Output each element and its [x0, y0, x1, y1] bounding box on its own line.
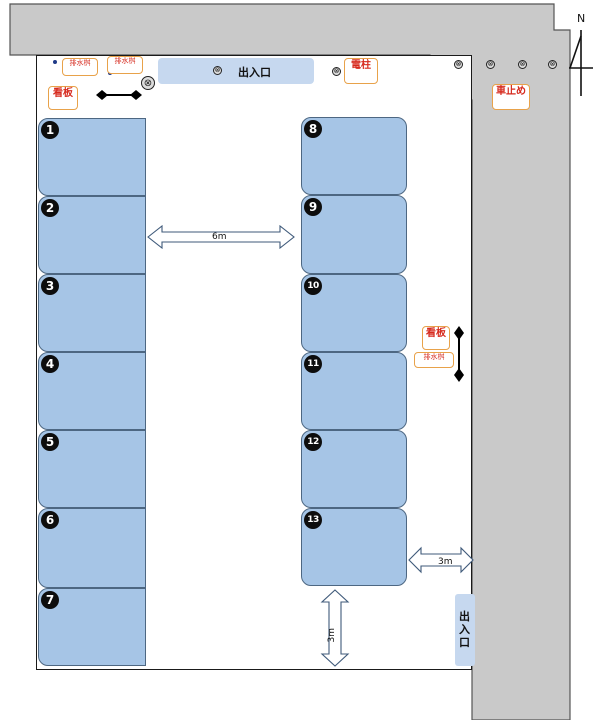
space-number: 1	[41, 121, 59, 139]
parking-space-9[interactable]: 9	[301, 195, 407, 274]
parking-space-6[interactable]: 6	[38, 508, 146, 588]
signboard-icon-1	[96, 90, 142, 100]
space-number: 6	[41, 511, 59, 529]
entrance-top-label: 出入口	[238, 66, 271, 79]
utility-pole-callout: 電柱	[344, 58, 378, 84]
space-number: 12	[304, 433, 322, 451]
utility-pole-icon-2: ⊗	[141, 76, 155, 90]
compass-icon	[569, 30, 593, 96]
parking-space-10[interactable]: 10	[301, 274, 407, 352]
parking-space-2[interactable]: 2	[38, 196, 146, 274]
side-gap-label: 3m	[438, 557, 453, 567]
parking-space-13[interactable]: 13	[301, 508, 407, 586]
signboard-callout-1: 看板	[48, 86, 78, 110]
parking-space-5[interactable]: 5	[38, 430, 146, 508]
entrance-right: 出入口	[455, 594, 475, 666]
space-number: 10	[304, 277, 322, 295]
parking-space-3[interactable]: 3	[38, 274, 146, 352]
drain-callout-1: 排水桝	[62, 58, 98, 76]
utility-pole-icon: ⊗	[332, 67, 341, 76]
car-stop-icon-2: ⊗	[486, 60, 495, 69]
car-stop-callout: 車止め	[492, 84, 530, 110]
aisle-width-label: 6m	[212, 232, 227, 242]
bottom-gap-label: 3m	[327, 628, 337, 643]
space-number: 11	[304, 355, 322, 373]
parking-space-8[interactable]: 8	[301, 117, 407, 195]
car-stop-icon-4: ⊗	[548, 60, 557, 69]
car-stop-icon-3: ⊗	[518, 60, 527, 69]
space-number: 13	[304, 511, 322, 529]
parking-space-7[interactable]: 7	[38, 588, 146, 666]
space-number: 9	[304, 198, 322, 216]
entrance-top: ⊗ 出入口	[158, 58, 314, 84]
signboard-icon-2	[454, 326, 464, 382]
signboard-callout-2: 看板	[422, 326, 450, 350]
space-number: 4	[41, 355, 59, 373]
space-number: 7	[41, 591, 59, 609]
entrance-marker-icon: ⊗	[213, 66, 222, 75]
entrance-right-label: 出入口	[459, 610, 470, 649]
parking-space-12[interactable]: 12	[301, 430, 407, 508]
bottom-gap-arrow	[320, 589, 350, 667]
space-number: 5	[41, 433, 59, 451]
parking-space-11[interactable]: 11	[301, 352, 407, 430]
side-gap-arrow	[408, 546, 474, 574]
space-number: 2	[41, 199, 59, 217]
space-number: 8	[304, 120, 322, 138]
aisle-width-arrow	[147, 224, 295, 250]
space-number: 3	[41, 277, 59, 295]
drain-callout-2: 排水桝	[107, 56, 143, 74]
car-stop-icon-1: ⊗	[454, 60, 463, 69]
parking-space-4[interactable]: 4	[38, 352, 146, 430]
drain-dot-icon-1	[53, 60, 57, 64]
compass-north-label: N	[577, 12, 586, 25]
drain-callout-3: 排水桝	[414, 352, 454, 368]
parking-space-1[interactable]: 1	[38, 118, 146, 196]
